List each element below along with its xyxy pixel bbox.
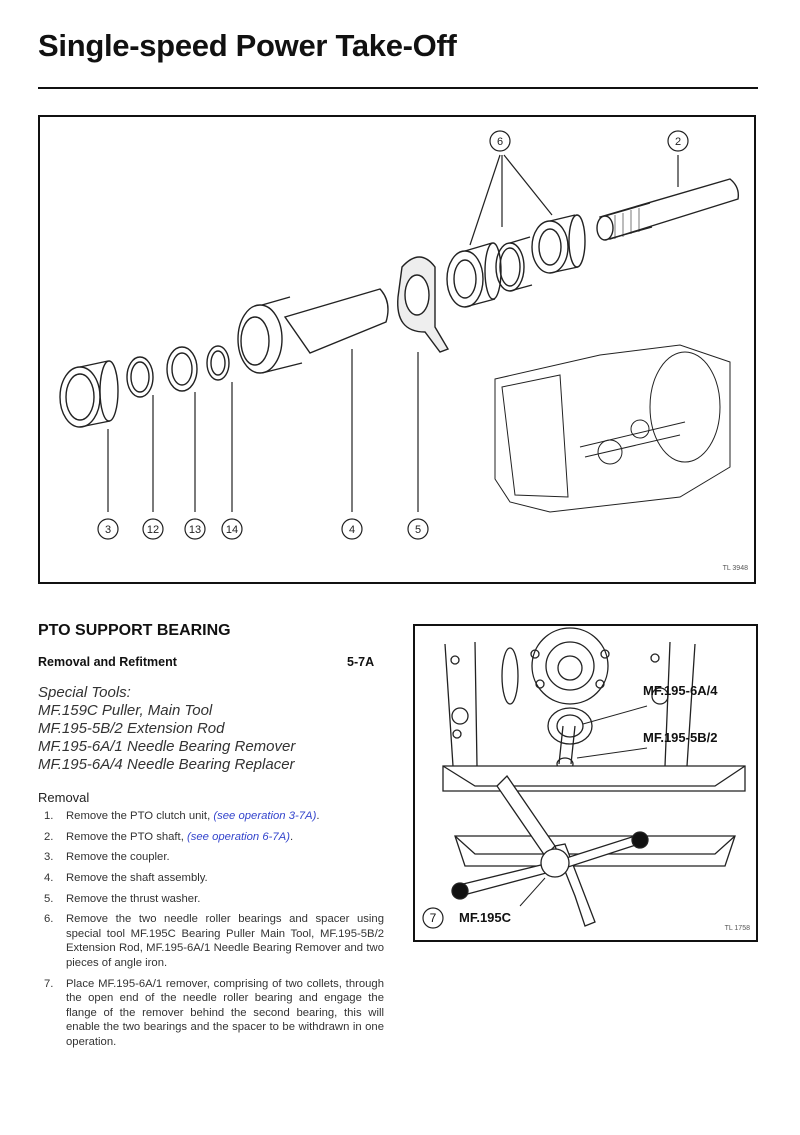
puller-label: MF.195C: [459, 910, 512, 925]
callout-label: 3: [105, 524, 111, 536]
special-tools-heading: Special Tools:: [38, 684, 131, 701]
replacer-label: MF.195-6A/4: [643, 683, 718, 698]
puller-handle: [451, 774, 649, 927]
special-tools-list: Special Tools: MF.159C Puller, Main Tool…: [38, 684, 295, 774]
callout-label: 2: [675, 136, 681, 148]
step-item: 2.Remove the PTO shaft, (see operation 6…: [44, 830, 294, 843]
extension-rod-label: MF.195-5B/2: [643, 730, 718, 745]
callout-circles: [97, 130, 689, 540]
callout-label: 14: [226, 524, 238, 536]
step-item: 1.Remove the PTO clutch unit, (see opera…: [44, 810, 320, 822]
callout-label: 6: [497, 136, 503, 148]
exploded-view-drawing: 2 3 4 5 6 12 13 14: [59, 130, 740, 540]
housing-sketch: [444, 627, 696, 767]
tool-item: MF.195-6A/4 Needle Bearing Replacer: [38, 756, 295, 773]
step-item: 6.Remove the two needle roller bearings …: [44, 913, 384, 969]
section-title: PTO SUPPORT BEARING: [38, 622, 231, 639]
removal-heading: Removal: [38, 790, 90, 805]
page-title: Single-speed Power Take-Off: [38, 28, 457, 63]
step-item: 5.Remove the thrust washer.: [44, 892, 201, 905]
figure-number: 7: [430, 911, 437, 925]
callout-label: 5: [415, 524, 421, 536]
callout-label: 12: [147, 524, 159, 536]
pto-shaft-part: [596, 178, 740, 241]
operation-link[interactable]: (see operation 3-7A): [213, 810, 317, 822]
needle-bearing-part: [531, 214, 586, 274]
step-item: 7.Place MF.195-6A/1 remover, comprising …: [44, 977, 384, 1048]
figure-number-circle: [422, 907, 444, 929]
puller-tool-figure: 7 MF.195-6A/4 MF.195-5B/2 MF.195C TL 175…: [413, 624, 758, 942]
operation-number: 5-7A: [347, 655, 375, 669]
coupler-part: [59, 360, 119, 428]
puller-tool-drawing: 7: [422, 627, 746, 929]
step-item: 3.Remove the coupler.: [44, 851, 170, 864]
shaft-assembly-part: [237, 288, 389, 374]
callout-leader-lines: [107, 154, 679, 512]
needle-bearing-part: [446, 242, 502, 308]
gearbox-housing-sketch: [494, 344, 731, 513]
callout-label: 13: [189, 524, 201, 536]
tool-item: MF.159C Puller, Main Tool: [38, 702, 213, 719]
title-divider: [38, 87, 758, 89]
step-item: 4.Remove the shaft assembly.: [44, 872, 208, 885]
figure-reference: TL 1758: [724, 925, 750, 932]
ring-parts: [126, 345, 230, 398]
operation-link[interactable]: (see operation 6-7A): [186, 830, 290, 843]
section-subtitle: Removal and Refitment: [38, 655, 177, 669]
spacer-part: [495, 236, 533, 292]
label-leader-lines: [519, 705, 648, 907]
figure-reference: TL 3948: [722, 565, 748, 572]
tool-item: MF.195-5B/2 Extension Rod: [38, 720, 225, 737]
callout-label: 4: [349, 524, 355, 536]
exploded-view-figure: 2 3 4 5 6 12 13 14 TL 3948: [38, 115, 756, 584]
removal-steps: 1.Remove the PTO clutch unit, (see opera…: [44, 809, 384, 1055]
thrust-washer-part: [397, 256, 450, 353]
tool-item: MF.195-6A/1 Needle Bearing Remover: [38, 738, 296, 755]
